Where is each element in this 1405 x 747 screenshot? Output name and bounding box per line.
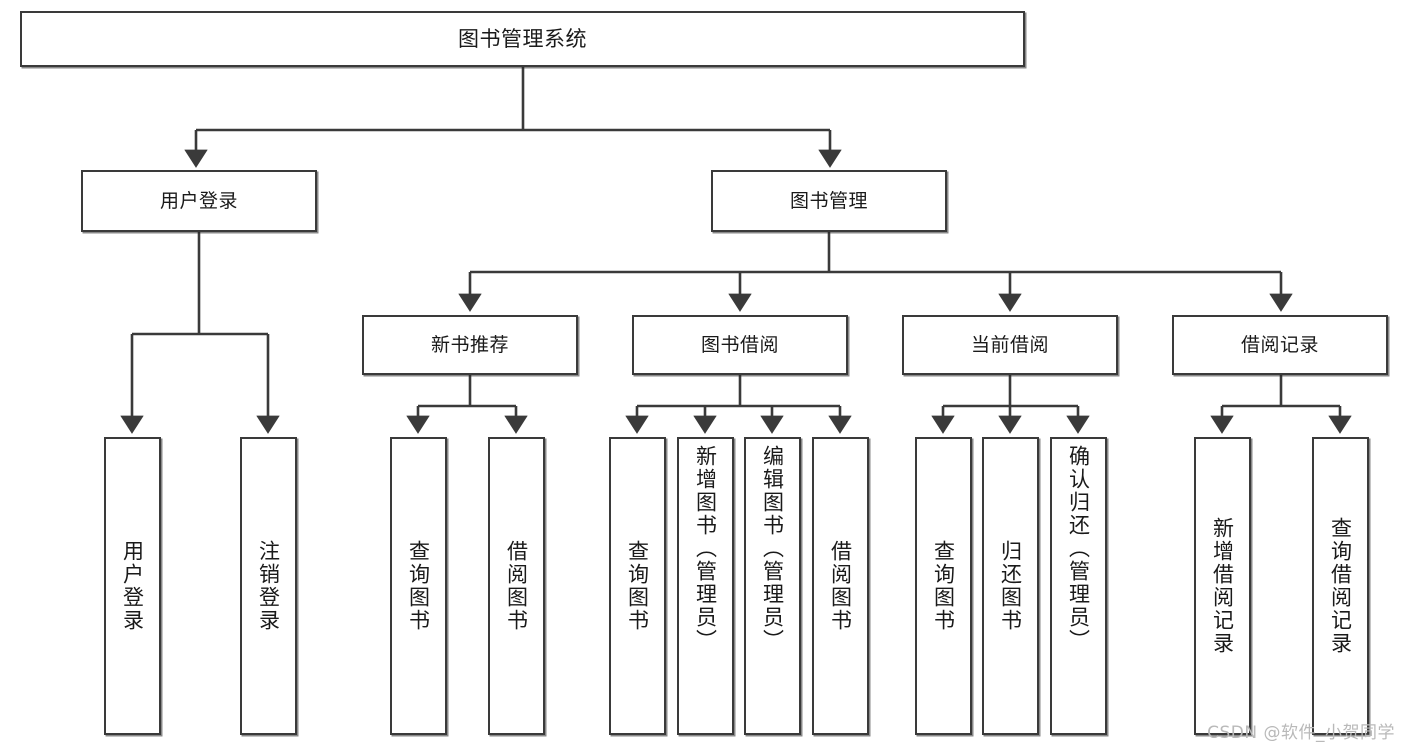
node-label: 归还图书 (998, 540, 1023, 632)
leaf-user-login-signout[interactable]: 注销登录 (240, 437, 297, 735)
leaf-user-login-signin[interactable]: 用户登录 (104, 437, 161, 735)
node-label: 确认归还（管理员） (1066, 445, 1091, 652)
node-label: 新书推荐 (430, 333, 509, 356)
node-label: 查询借阅记录 (1328, 517, 1353, 655)
node-label: 用户登录 (120, 540, 145, 632)
node-current-borrow[interactable]: 当前借阅 (902, 315, 1118, 375)
node-label: 借阅图书 (828, 540, 853, 632)
leaf-borrow-borrow-book[interactable]: 借阅图书 (812, 437, 869, 735)
leaf-current-confirm-return-admin[interactable]: 确认归还（管理员） (1050, 437, 1107, 735)
node-label: 查询图书 (931, 540, 956, 632)
node-label: 借阅图书 (504, 540, 529, 632)
node-book-borrow[interactable]: 图书借阅 (632, 315, 848, 375)
node-label: 图书管理系统 (458, 26, 587, 51)
leaf-new-book-borrow[interactable]: 借阅图书 (488, 437, 545, 735)
node-label: 查询图书 (406, 540, 431, 632)
leaf-new-book-query[interactable]: 查询图书 (390, 437, 447, 735)
leaf-borrow-query-book[interactable]: 查询图书 (609, 437, 666, 735)
leaf-current-return-book[interactable]: 归还图书 (982, 437, 1039, 735)
node-label: 当前借阅 (970, 333, 1049, 356)
leaf-borrow-edit-book-admin[interactable]: 编辑图书（管理员） (744, 437, 801, 735)
node-label: 查询图书 (625, 540, 650, 632)
node-label: 编辑图书（管理员） (760, 445, 785, 652)
node-new-book-recommend[interactable]: 新书推荐 (362, 315, 578, 375)
leaf-record-add-record[interactable]: 新增借阅记录 (1194, 437, 1251, 735)
node-label: 图书借阅 (700, 333, 779, 356)
node-label: 图书管理 (789, 189, 868, 212)
node-user-login[interactable]: 用户登录 (81, 170, 317, 232)
node-book-management[interactable]: 图书管理 (711, 170, 947, 232)
node-label: 新增借阅记录 (1210, 517, 1235, 655)
csdn-watermark: CSDN @软件_小贺同学 (1207, 723, 1395, 743)
leaf-record-query-record[interactable]: 查询借阅记录 (1312, 437, 1369, 735)
node-root-system[interactable]: 图书管理系统 (20, 11, 1025, 67)
node-label: 借阅记录 (1240, 333, 1319, 356)
node-label: 用户登录 (159, 189, 238, 212)
node-borrow-record[interactable]: 借阅记录 (1172, 315, 1388, 375)
node-label: 新增图书（管理员） (693, 445, 718, 652)
leaf-current-query-book[interactable]: 查询图书 (915, 437, 972, 735)
leaf-borrow-add-book-admin[interactable]: 新增图书（管理员） (677, 437, 734, 735)
node-label: 注销登录 (256, 540, 281, 632)
